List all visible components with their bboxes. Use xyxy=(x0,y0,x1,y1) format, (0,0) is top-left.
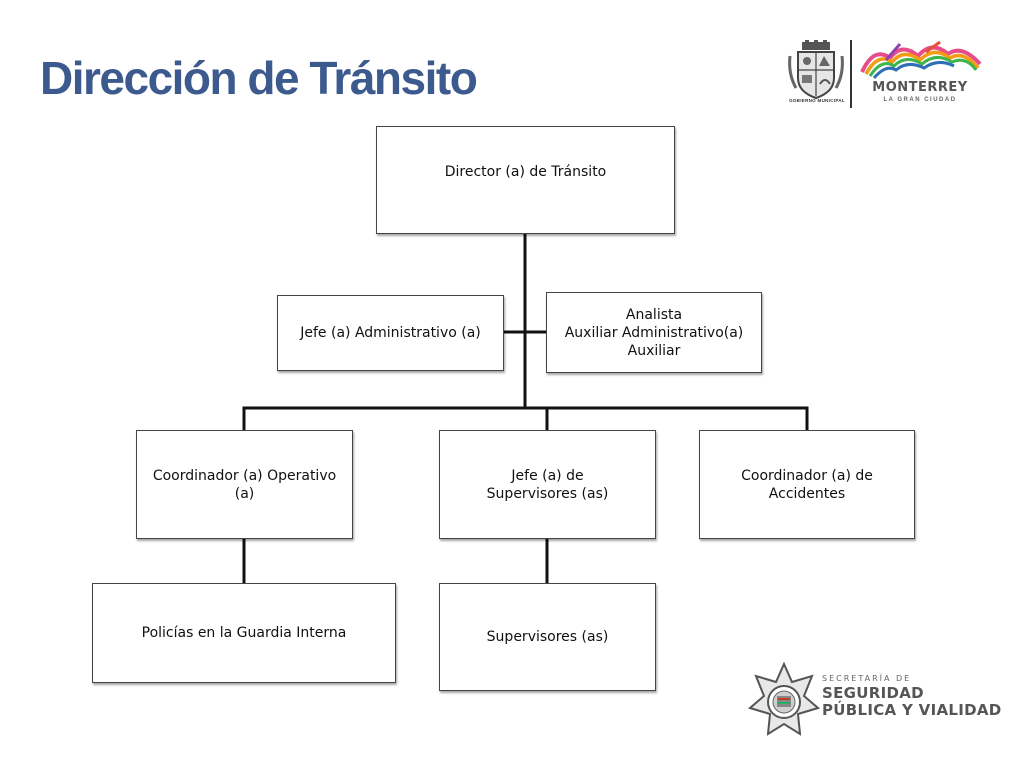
director-box: Director (a) de Tránsito xyxy=(376,126,675,234)
police-guard-label: Policías en la Guardia Interna xyxy=(141,625,347,641)
page-title: Dirección de Tránsito xyxy=(40,52,478,104)
police-star-badge-icon xyxy=(748,662,820,736)
admin-chief-label: Jefe (a) Administrativo (a) xyxy=(300,325,481,341)
mountain-logo-icon xyxy=(860,40,982,79)
city-tagline: LA GRAN CIUDAD xyxy=(883,97,957,103)
supervisors-label: Supervisores (as) xyxy=(486,629,609,645)
secretariat-prefix: SECRETARÍA DE xyxy=(822,674,912,683)
coat-of-arms-icon xyxy=(788,40,844,100)
accidents-coordinator-box: Coordinador (a) de Accidentes xyxy=(699,430,915,539)
security-secretariat-logo: SECRETARÍA DE SEGURIDAD PÚBLICA Y VIALID… xyxy=(748,662,1008,738)
operations-coordinator-box: Coordinador (a) Operativo (a) xyxy=(136,430,353,539)
supervisor-chief-label: Jefe (a) de Supervisores (as) xyxy=(486,467,609,502)
admin-chief-box: Jefe (a) Administrativo (a) xyxy=(277,295,504,371)
supervisor-chief-box: Jefe (a) de Supervisores (as) xyxy=(439,430,656,539)
analyst-box: Analista Auxiliar Administrativo(a) Auxi… xyxy=(546,292,762,373)
analyst-label: Analista Auxiliar Administrativo(a) Auxi… xyxy=(564,306,744,359)
operations-coordinator-label: Coordinador (a) Operativo (a) xyxy=(152,467,337,502)
police-guard-box: Policías en la Guardia Interna xyxy=(92,583,396,683)
city-name: MONTERREY xyxy=(872,80,968,95)
director-label: Director (a) de Tránsito xyxy=(444,164,607,180)
crest-caption: GOBIERNO MUNICIPAL xyxy=(789,98,845,103)
monterrey-logo: GOBIERNO MUNICIPAL MONTERREY LA GRAN CIU… xyxy=(780,36,990,112)
accidents-coordinator-label: Coordinador (a) de Accidentes xyxy=(741,467,873,502)
secretariat-name-line1: SEGURIDAD xyxy=(822,684,924,702)
secretariat-name-line2: PÚBLICA Y VIALIDAD xyxy=(822,701,1002,719)
logo-divider xyxy=(850,40,852,108)
supervisors-box: Supervisores (as) xyxy=(439,583,656,691)
